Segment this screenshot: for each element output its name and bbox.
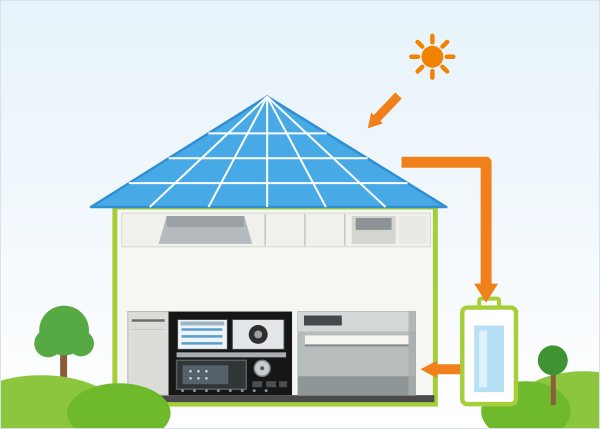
tree-trunk [550,369,556,406]
range-hood-top [166,215,245,227]
sunlight-arrow [367,92,402,129]
battery-cell-gloss [479,330,488,388]
cabinet-body [127,311,170,396]
cabinet-unit [127,311,170,396]
tree-foliage [68,330,94,357]
battery-cell [474,325,505,393]
flow-arrow-shaft [401,156,492,286]
console-knob-dot [260,366,265,371]
console-button [266,381,277,388]
solar-panel-roof [89,95,448,209]
console-display-bar [180,321,225,326]
control-console [168,311,293,396]
left-tree [34,305,94,405]
dishwasher-handle [304,335,409,345]
dishwasher-handle-shadow [304,344,409,347]
sun [409,33,456,80]
console-bottom-buttons [181,389,268,393]
console-button [279,381,288,388]
bush-mound [67,383,171,428]
dishwasher-kickplate [298,376,416,396]
panel-cabinet-dark [355,217,392,230]
oven-window-inner [182,365,229,385]
sunlight-arrow-head [367,112,383,129]
upper-floor-panel-band [121,212,431,248]
dishwasher-side-shade [408,311,416,396]
roof-to-battery-arrow [401,156,499,303]
storage-battery [460,296,519,407]
console-dial-center [254,330,263,339]
solar-panel-grid [128,95,408,208]
right-tree [537,345,568,406]
sunlight-arrow-shaft [373,92,402,122]
console-strip [176,352,287,358]
dishwasher [297,311,416,396]
dishwasher-control-panel [303,315,342,326]
panel-light [399,215,428,244]
flow-arrow-head [474,283,499,303]
supply-arrow-head [420,360,438,379]
interior-floor [117,395,435,403]
sun-core [421,45,444,68]
house [89,95,448,407]
console-button [252,381,263,388]
battery-to-appliances-arrow [420,360,461,379]
oven-window-dots [189,369,208,380]
sun-rays [409,33,456,80]
appliances [127,311,416,396]
left-landscape [1,305,171,428]
tree-trunk [60,347,68,405]
tree-foliage [537,345,568,376]
tree-foliage [34,329,63,358]
roof-surface [89,95,448,209]
